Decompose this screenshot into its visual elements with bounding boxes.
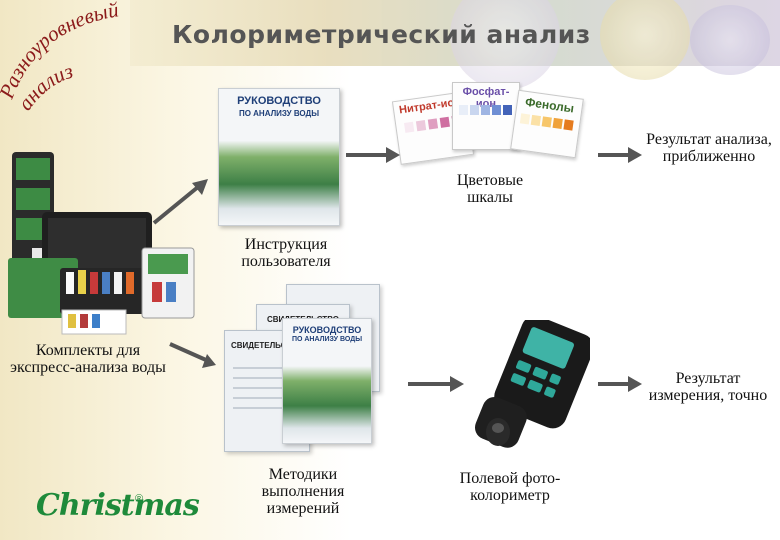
registered-mark: ® <box>135 493 144 505</box>
banner-flower-decoration <box>450 0 560 90</box>
label-user-manual: Инструкция пользователя <box>241 236 331 270</box>
certificate-title: СВИДЕТЕЛЬСТВО <box>231 341 303 350</box>
book-title-line1: РУКОВОДСТВО <box>237 95 321 107</box>
text-line <box>233 367 301 369</box>
christmas-logo: Christmas <box>36 488 200 523</box>
kits-picture <box>8 152 195 335</box>
scale-swatch <box>563 119 574 131</box>
scale-swatch <box>415 120 427 132</box>
arrow-kits-to-methods <box>169 342 216 368</box>
page-title: Колориметрический анализ <box>172 20 591 49</box>
text-line <box>233 377 301 379</box>
scale-swatch <box>519 113 531 125</box>
header-banner <box>130 0 780 90</box>
banner-flower-decoration <box>690 5 770 75</box>
book-title-line1: РУКОВОДСТВО <box>292 325 362 335</box>
label-color-scales: Цветовые шкалы <box>456 172 524 206</box>
arrow-scales-to-result-approx <box>598 147 642 163</box>
book-title-line2: ПО АНАЛИЗУ ВОДЫ <box>291 336 363 343</box>
scale-swatch <box>459 105 468 115</box>
arrow-kits-to-manual <box>152 179 208 225</box>
scale-swatch <box>492 105 501 115</box>
phosphate-scale-title: Фосфат-ион <box>462 86 510 110</box>
scale-swatch <box>470 105 479 115</box>
label-methods: Методики выполнения измерений <box>261 466 345 517</box>
label-photometer: Полевой фото-колориметр <box>459 470 561 504</box>
phosphate-scale-card: Фосфат-ион <box>452 82 520 150</box>
photometer-picture <box>474 320 590 448</box>
label-kits: Комплекты для экспресс-анализа воды <box>10 342 166 376</box>
label-result-exact: Результат измерения, точно <box>648 370 768 404</box>
scale-swatch <box>439 116 450 128</box>
scale-swatch <box>552 117 563 130</box>
arc-caption: Разноуровневый анализ <box>0 0 121 115</box>
methods-book: РУКОВОДСТВО ПО АНАЛИЗУ ВОДЫ <box>282 318 372 444</box>
arrow-photometer-to-result-exact <box>598 376 642 392</box>
scale-swatch <box>481 105 490 115</box>
scale-swatch <box>541 116 552 128</box>
arrow-manual-to-scales <box>346 147 400 163</box>
scale-swatch <box>530 114 542 126</box>
text-line <box>233 387 301 389</box>
user-manual-book: РУКОВОДСТВО ПО АНАЛИЗУ ВОДЫ <box>218 88 340 226</box>
banner-flower-decoration <box>600 0 690 80</box>
label-result-approx: Результат анализа, приближенно <box>646 131 772 165</box>
book-title-line2: ПО АНАЛИЗУ ВОДЫ <box>238 109 320 118</box>
scale-swatch <box>503 105 512 115</box>
text-line <box>233 407 301 409</box>
phenols-scale-card: Фенолы <box>510 89 584 159</box>
arrow-methods-to-photometer <box>408 376 464 392</box>
scale-swatch <box>427 118 439 130</box>
scale-swatch <box>404 121 415 133</box>
text-line <box>233 397 301 399</box>
